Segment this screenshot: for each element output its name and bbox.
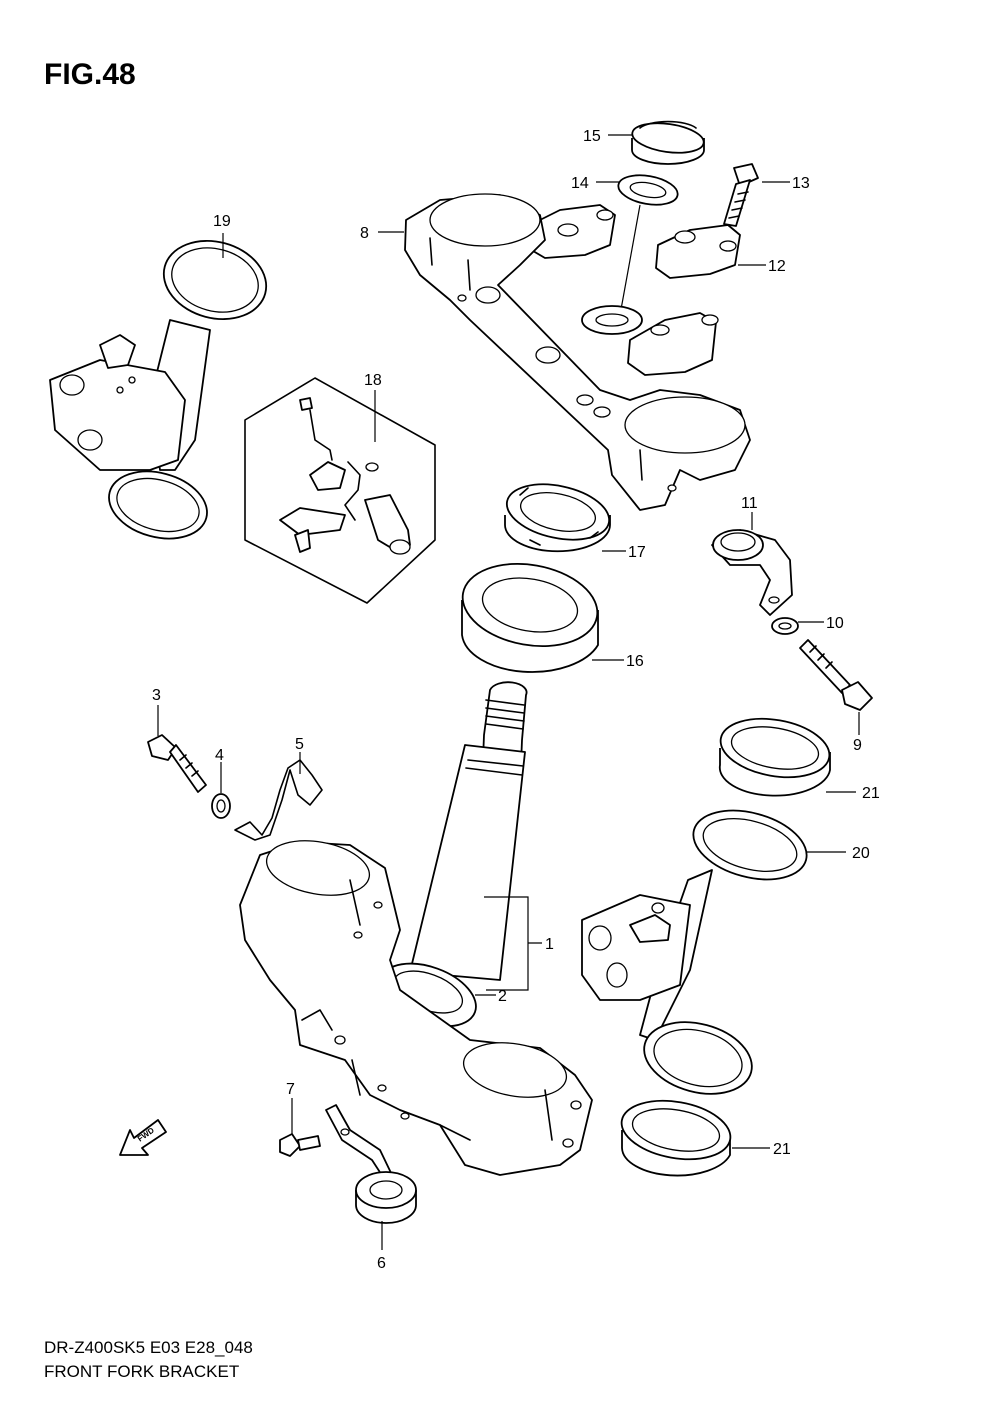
part-3-bolt (147, 734, 207, 793)
part-11-stop (711, 529, 793, 616)
callout-18: 18 (364, 372, 382, 389)
callout-9: 9 (853, 737, 862, 754)
callout-1: 1 (545, 936, 554, 953)
part-13-bolt (723, 163, 759, 227)
lower-bracket (239, 840, 593, 1176)
part-17-nut (504, 483, 611, 553)
callout-14: 14 (571, 175, 589, 192)
washer-hole (595, 313, 629, 327)
callout-10: 10 (826, 615, 844, 632)
callout-2: 2 (498, 988, 507, 1005)
fwd-arrow-icon: FWD (119, 1119, 167, 1156)
callout-17: 17 (628, 544, 646, 561)
callout-20: 20 (852, 845, 870, 862)
part-21-ring-upper (718, 717, 831, 797)
callout-19: 19 (213, 213, 231, 230)
callout-6: 6 (377, 1255, 386, 1272)
leader-1 (484, 896, 542, 991)
part-19-bracket (49, 240, 268, 540)
callout-4: 4 (215, 747, 224, 764)
part-8-upper-bracket (404, 193, 751, 511)
callout-16: 16 (626, 653, 644, 670)
part-5-clip (234, 759, 323, 841)
part-1-steering-stem (409, 681, 528, 981)
callout-3: 3 (152, 687, 161, 704)
part-7-bolt (279, 1133, 321, 1157)
part-6-grommet (355, 1171, 417, 1224)
part-21-ring-lower (620, 1099, 732, 1177)
callout-12: 12 (768, 258, 786, 275)
callout-21-upper: 21 (862, 785, 880, 802)
leader-14-stem (619, 204, 641, 316)
part-14-washer (617, 174, 679, 206)
callout-21-lower: 21 (773, 1141, 791, 1158)
part-20-bracket (581, 809, 808, 1095)
model-code: DR-Z400SK5 E03 E28_048 (44, 1338, 253, 1357)
part-18-kit (244, 377, 436, 604)
callout-11: 11 (741, 495, 758, 512)
part-15-cap (631, 120, 705, 165)
part-9-bolt (799, 639, 873, 711)
callout-13: 13 (792, 175, 810, 192)
callout-15: 15 (583, 128, 601, 145)
part-4-washer (211, 793, 231, 819)
callout-7: 7 (286, 1081, 295, 1098)
guide-hole (340, 1128, 350, 1136)
part-16-bearing (461, 562, 599, 673)
part-12-handlebar-holders (527, 204, 741, 376)
hose-guide (325, 1104, 393, 1181)
footer: DR-Z400SK5 E03 E28_048 FRONT FORK BRACKE… (44, 1336, 253, 1384)
diagram-caption: FRONT FORK BRACKET (44, 1362, 240, 1381)
part-10-washer (771, 617, 799, 635)
callout-5: 5 (295, 736, 304, 753)
figure-title: FIG.48 (44, 58, 136, 91)
callout-8: 8 (360, 225, 369, 242)
